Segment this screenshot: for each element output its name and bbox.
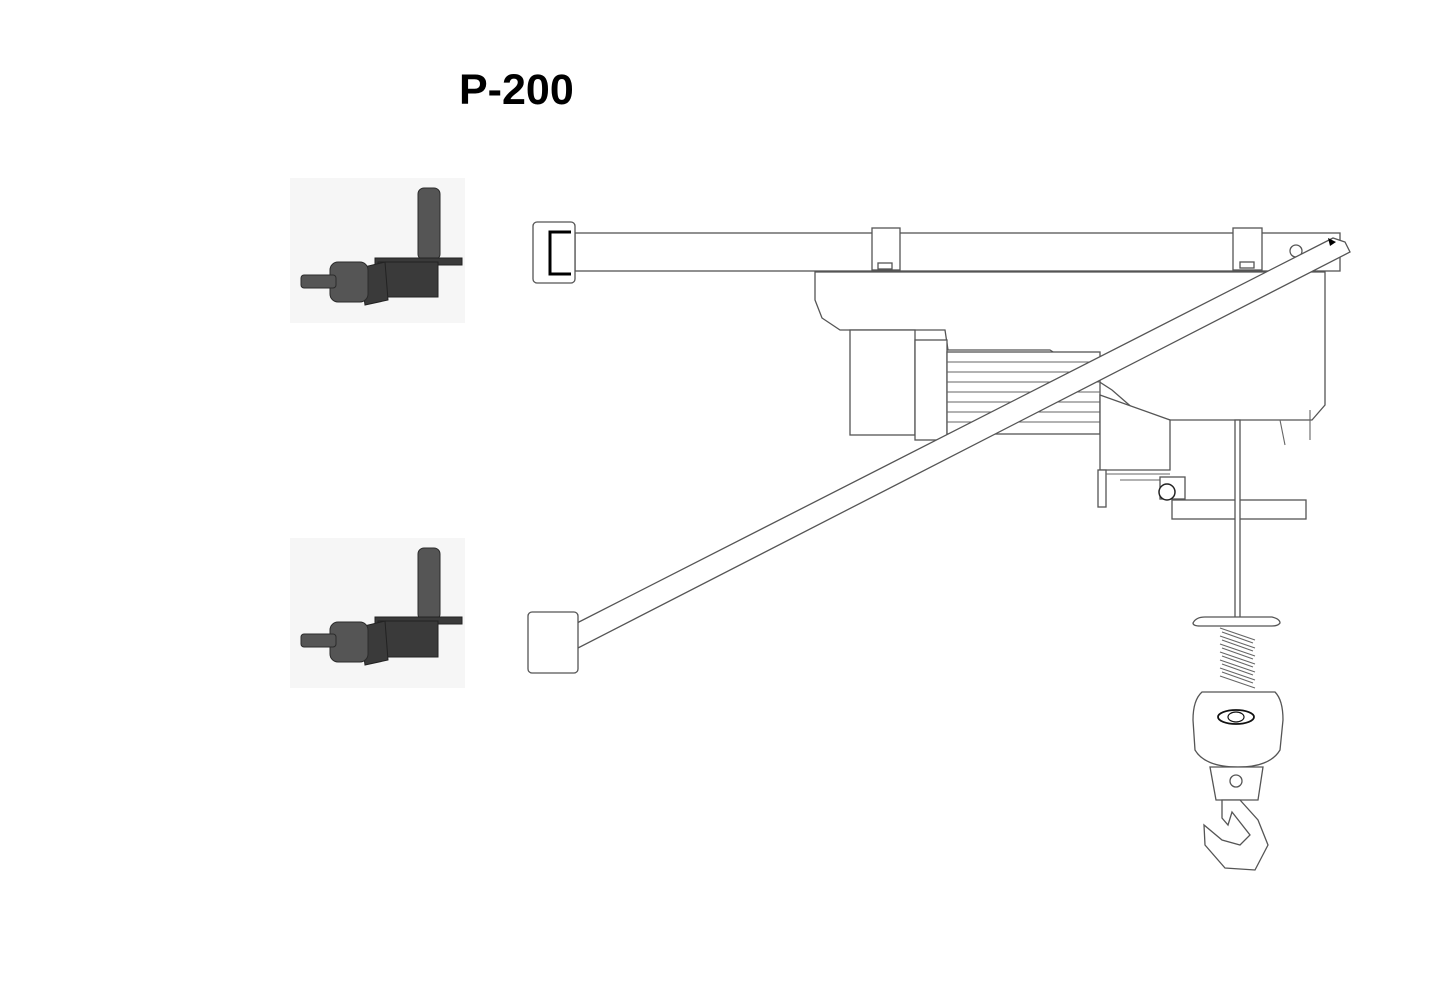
diagonal-brace [527, 237, 1351, 674]
upper-wall-bracket-icon [290, 178, 465, 323]
lower-wall-bracket-icon [290, 538, 465, 688]
electric-hoist-icon [814, 265, 1326, 621]
top-arm [532, 221, 1341, 284]
cable-drum [946, 351, 1101, 435]
hook-block [1192, 616, 1284, 871]
model-title: P-200 [459, 66, 574, 114]
